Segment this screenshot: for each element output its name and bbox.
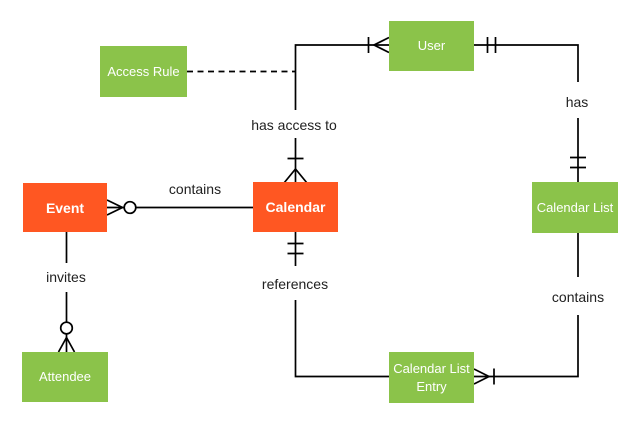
entity-attendee[interactable]: Attendee <box>22 352 108 402</box>
entity-access-rule[interactable]: Access Rule <box>100 46 187 97</box>
marker-one-or-many-icon <box>283 157 308 184</box>
marker-zero-ring-icon <box>59 321 74 335</box>
entity-attendee-label: Attendee <box>38 369 92 384</box>
edge-label-contains-event-calendar: contains <box>168 181 222 197</box>
marker-exactly-one-icon <box>570 156 586 169</box>
edge-label-references: references <box>261 276 329 292</box>
entity-calendar[interactable]: Calendar <box>253 182 338 232</box>
edge-event-contains-calendar <box>106 199 253 216</box>
edge-label-has-access-to: has access to <box>251 117 337 133</box>
edge-label-invites: invites <box>46 269 86 285</box>
edge-calendarlist-contains-entry <box>473 233 579 385</box>
marker-zero-ring-icon <box>123 200 137 215</box>
marker-zero-or-many-icon <box>57 335 76 353</box>
entity-calendar-label: Calendar <box>265 199 326 215</box>
marker-one-or-many-icon <box>367 36 390 54</box>
edge-label-contains-list-entry: contains <box>551 289 605 305</box>
edge-user-has-calendarlist <box>474 37 586 182</box>
edge-calendar-hasaccessto-user <box>283 36 390 184</box>
entity-calendar-list-entry-label: Calendar List Entry <box>393 360 470 394</box>
edge-event-invites-attendee <box>57 232 76 353</box>
marker-zero-or-many-icon <box>106 199 125 216</box>
marker-exactly-one-icon <box>287 242 304 255</box>
entity-event[interactable]: Event <box>23 183 107 232</box>
marker-exactly-one-icon <box>486 37 497 53</box>
edge-label-has: has <box>565 94 589 110</box>
marker-one-or-many-icon <box>473 368 495 385</box>
entity-user[interactable]: User <box>389 21 474 71</box>
entity-calendar-list-entry[interactable]: Calendar List Entry <box>389 352 474 403</box>
entity-access-rule-label: Access Rule <box>107 63 180 79</box>
entity-user-label: User <box>417 38 446 53</box>
edge-calendar-references-entry <box>287 232 389 378</box>
entity-calendar-list-label: Calendar List <box>536 199 614 215</box>
entity-event-label: Event <box>45 199 85 216</box>
entity-calendar-list[interactable]: Calendar List <box>532 182 618 233</box>
